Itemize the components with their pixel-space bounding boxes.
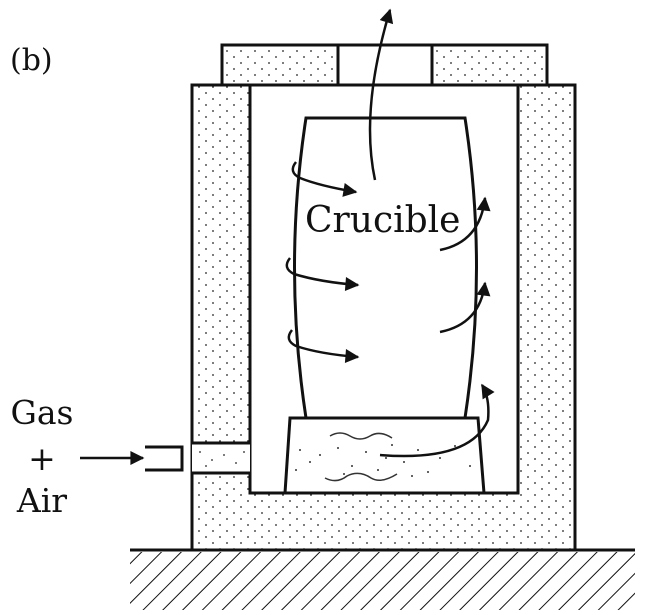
panel-label: (b) [10, 43, 53, 78]
crucible [293, 116, 478, 420]
burner-port [145, 441, 250, 475]
gas-flow-arrows [80, 8, 495, 465]
ground [130, 548, 635, 610]
inlet-label-plus: + [28, 439, 56, 478]
inlet-label-gas: Gas [11, 393, 74, 432]
flame [295, 432, 471, 482]
furnace-lid [220, 43, 549, 87]
crucible-label: Crucible [305, 200, 460, 241]
inlet-label-air: Air [16, 481, 67, 520]
